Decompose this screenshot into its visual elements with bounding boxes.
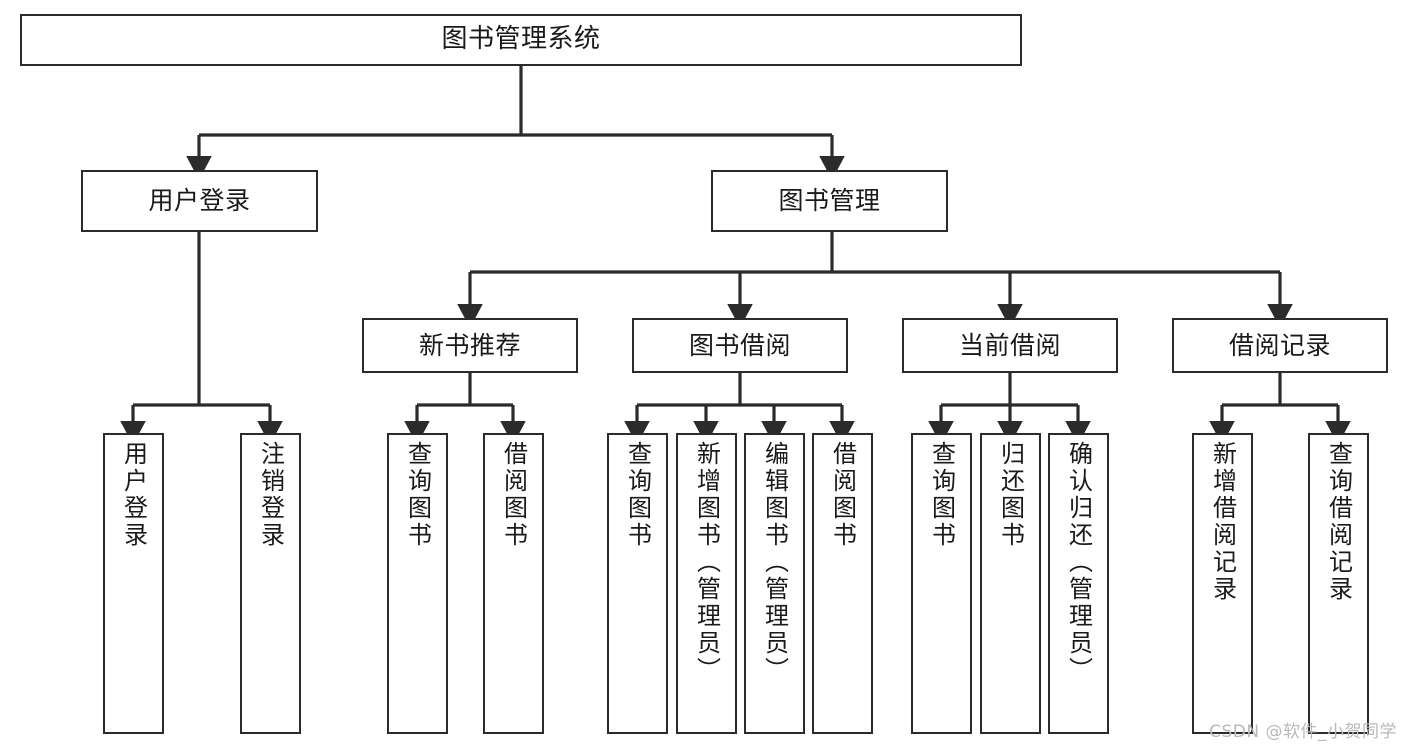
node-leaf-current-query-book[interactable]: 查询图书	[911, 433, 972, 734]
node-leaf-logout[interactable]: 注销登录	[240, 433, 301, 734]
node-book-borrow-label: 图书借阅	[688, 330, 791, 360]
watermark-text: CSDN @软件_小贺同学	[1209, 722, 1397, 742]
node-leaf-borrow-book[interactable]: 借阅图书	[812, 433, 873, 734]
node-leaf-recommend-query-book[interactable]: 查询图书	[387, 433, 448, 734]
node-current-borrow[interactable]: 当前借阅	[902, 318, 1118, 373]
node-book-management-label: 图书管理	[778, 186, 881, 215]
node-leaf-borrow-book-label: 借阅图书	[828, 441, 857, 549]
node-leaf-borrow-query-book[interactable]: 查询图书	[607, 433, 668, 734]
node-book-borrow[interactable]: 图书借阅	[632, 318, 848, 373]
node-leaf-edit-book-admin-label: 编辑图书（管理员）	[760, 441, 789, 684]
node-book-management[interactable]: 图书管理	[711, 170, 948, 232]
node-leaf-add-book-admin-label: 新增图书（管理员）	[692, 441, 721, 684]
node-leaf-query-borrow-record[interactable]: 查询借阅记录	[1308, 433, 1369, 734]
node-leaf-recommend-query-book-label: 查询图书	[403, 441, 432, 549]
node-leaf-borrow-query-book-label: 查询图书	[623, 441, 652, 549]
node-leaf-edit-book-admin[interactable]: 编辑图书（管理员）	[744, 433, 805, 734]
node-borrow-record-label: 借阅记录	[1228, 330, 1331, 360]
node-leaf-add-book-admin[interactable]: 新增图书（管理员）	[676, 433, 737, 734]
node-leaf-logout-label: 注销登录	[256, 441, 285, 549]
node-borrow-record[interactable]: 借阅记录	[1172, 318, 1388, 373]
node-leaf-query-borrow-record-label: 查询借阅记录	[1324, 441, 1353, 603]
node-new-book-recommend[interactable]: 新书推荐	[362, 318, 578, 373]
node-leaf-add-borrow-record-label: 新增借阅记录	[1208, 441, 1237, 603]
node-user-login-label: 用户登录	[148, 186, 251, 215]
node-leaf-return-book[interactable]: 归还图书	[980, 433, 1041, 734]
node-leaf-recommend-borrow-book-label: 借阅图书	[499, 441, 528, 549]
node-leaf-current-query-book-label: 查询图书	[927, 441, 956, 549]
node-leaf-user-login[interactable]: 用户登录	[103, 433, 164, 734]
node-root-system-label: 图书管理系统	[441, 24, 601, 55]
node-leaf-user-login-label: 用户登录	[119, 441, 148, 549]
node-root-system[interactable]: 图书管理系统	[20, 14, 1022, 66]
node-leaf-confirm-return-admin-label: 确认归还（管理员）	[1064, 441, 1093, 684]
node-leaf-add-borrow-record[interactable]: 新增借阅记录	[1192, 433, 1253, 734]
node-leaf-recommend-borrow-book[interactable]: 借阅图书	[483, 433, 544, 734]
node-user-login[interactable]: 用户登录	[81, 170, 318, 232]
node-new-book-recommend-label: 新书推荐	[418, 330, 521, 360]
node-leaf-return-book-label: 归还图书	[996, 441, 1025, 549]
node-leaf-confirm-return-admin[interactable]: 确认归还（管理员）	[1048, 433, 1109, 734]
node-current-borrow-label: 当前借阅	[958, 330, 1061, 360]
